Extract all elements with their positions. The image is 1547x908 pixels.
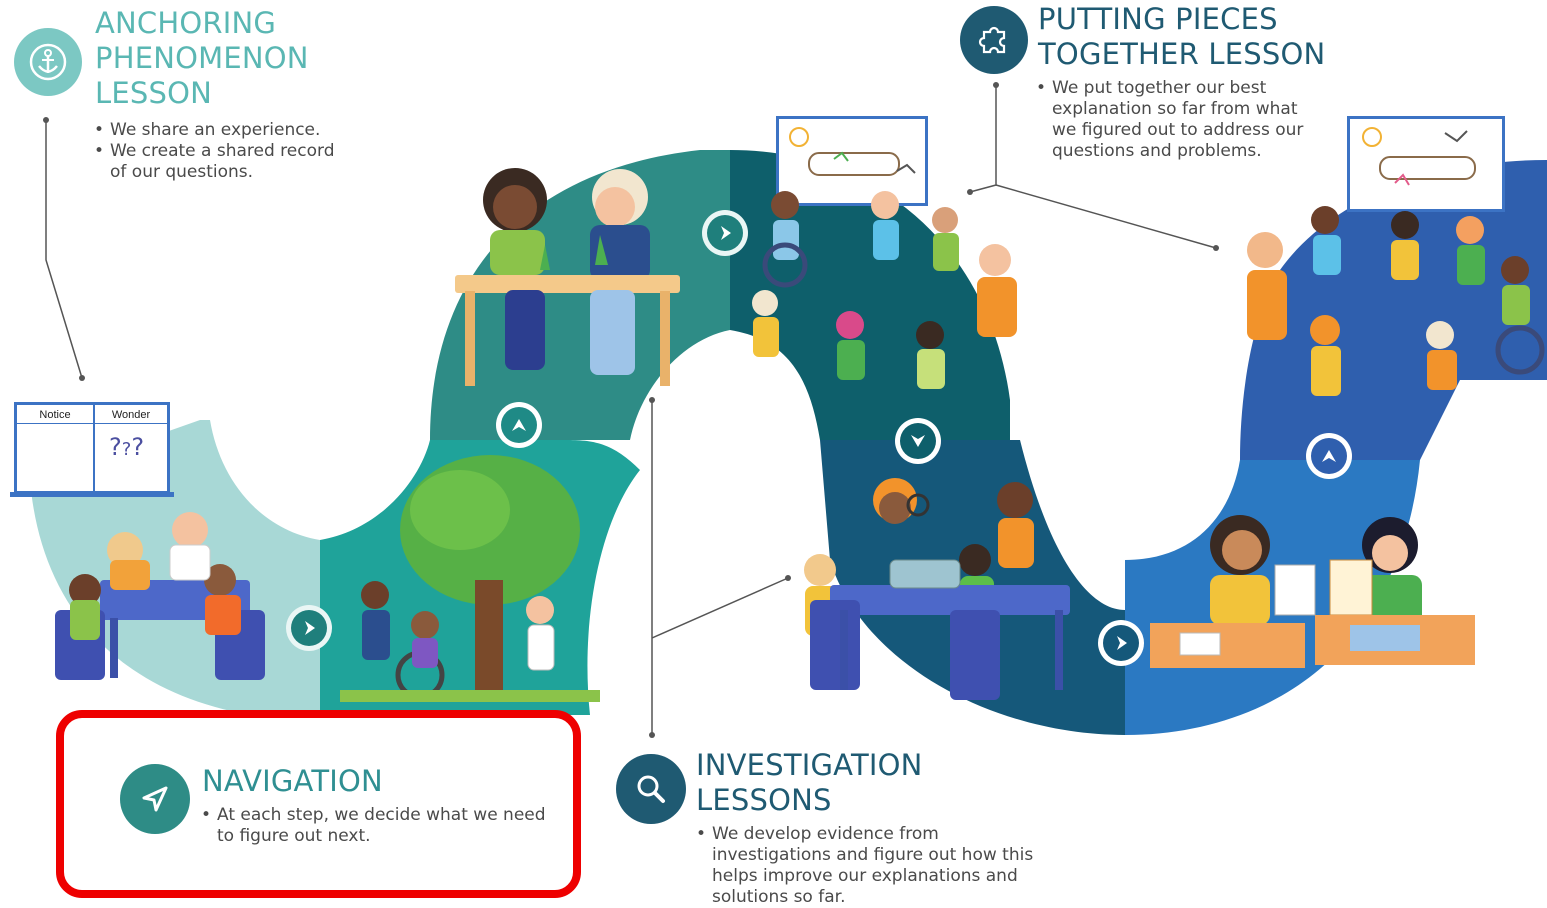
board-wonder-label: Wonder [111,409,151,421]
anchoring-bullet-1: We share an experience. [94,120,344,141]
board-notice-label: Notice [39,409,71,421]
students-table-scene-1 [55,512,265,680]
anchoring-title: ANCHORING PHENOMENON LESSON [95,6,309,111]
anchoring-bullets: We share an experience. We create a shar… [94,120,344,183]
investigation-title: INVESTIGATION LESSONS [696,748,923,818]
question-marks-icon: ??? [109,433,145,461]
anchoring-bullet-2: We create a shared record of our questio… [94,141,344,183]
putting-bullet-1: We put together our best explanation so … [1036,78,1304,162]
notice-wonder-board: Notice Wonder ??? [14,402,170,494]
navigation-icon-badge [120,764,190,834]
next-arrow-button-5[interactable] [1098,620,1144,666]
next-arrow-button-4[interactable] [895,418,941,464]
next-arrow-button-1[interactable] [286,605,332,651]
puzzle-icon-badge [960,6,1028,74]
chevron-down-icon [911,435,925,447]
chevron-right-icon [1117,636,1127,650]
students-desk-scene [455,168,680,386]
board-stand [10,492,174,497]
navigation-highlight-box [56,710,581,898]
model-drawing-board-1 [776,116,928,206]
next-arrow-button-6[interactable] [1306,433,1352,479]
putting-title-line-1: PUTTING PIECES [1038,2,1278,36]
tree-outdoor-scene [340,455,600,702]
investigation-title-line-1: INVESTIGATION [696,748,923,782]
chevron-up-icon [1322,450,1336,462]
model-drawing-board-2 [1347,116,1505,212]
anchoring-title-line-3: LESSON [95,76,213,110]
students-circle-scene-2 [1247,206,1545,396]
chevron-right-icon [305,621,315,635]
students-circle-scene-1 [752,191,1017,389]
anchor-icon-badge [14,28,82,96]
navigation-bullets: At each step, we decide what we need to … [201,805,561,847]
navigation-bullet-1: At each step, we decide what we need to … [201,805,561,847]
next-arrow-button-2[interactable] [496,402,542,448]
putting-title-line-2: TOGETHER LESSON [1038,37,1326,71]
puzzle-icon [978,26,1006,54]
putting-title: PUTTING PIECES TOGETHER LESSON [1038,2,1325,72]
investigation-bullets: We develop evidence from investigations … [696,824,1061,908]
next-arrow-button-3[interactable] [702,210,748,256]
chevron-up-icon [512,419,526,431]
investigation-title-line-2: LESSONS [696,783,832,817]
anchoring-title-line-2: PHENOMENON [95,41,309,75]
magnifier-icon [637,775,665,803]
anchoring-title-line-1: ANCHORING [95,6,277,40]
navigation-arrow-icon [142,786,168,812]
students-writing-scene [1150,515,1475,668]
anchor-icon [29,43,67,81]
magnifier-icon-badge [616,754,686,824]
investigation-bullet-1: We develop evidence from investigations … [696,824,1061,908]
navigation-title: NAVIGATION [202,764,383,798]
students-investigation-scene [804,478,1070,700]
chevron-right-icon [721,226,731,240]
putting-bullets: We put together our best explanation so … [1036,78,1304,162]
